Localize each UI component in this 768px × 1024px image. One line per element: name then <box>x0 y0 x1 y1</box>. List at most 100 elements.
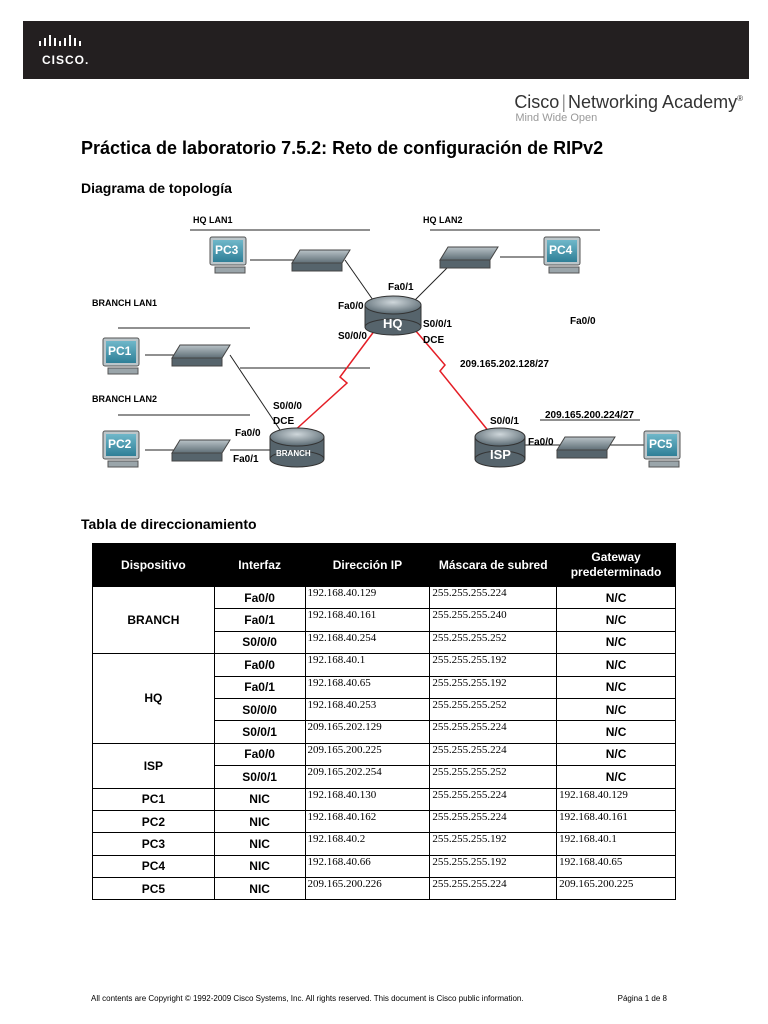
interface-cell: Fa0/0 <box>213 742 306 767</box>
ip-cell: 192.168.40.65 <box>304 675 431 699</box>
hq-lan1-label: HQ LAN1 <box>193 215 233 225</box>
pc4-icon <box>543 236 581 274</box>
device-cell: HQ <box>92 653 215 744</box>
switch-hq-lan2-icon <box>439 246 499 269</box>
mask-cell: 255.255.255.224 <box>429 585 558 610</box>
gateway-cell: 192.168.40.65 <box>556 854 676 879</box>
mask-cell: 255.255.255.192 <box>429 675 558 699</box>
mask-cell: 255.255.255.224 <box>429 809 558 834</box>
hq-label: HQ <box>383 316 403 331</box>
mask-cell: 255.255.255.224 <box>429 877 558 901</box>
interface-cell: Fa0/0 <box>213 585 306 610</box>
pc2-label: PC2 <box>108 437 132 451</box>
table-row: PC4 NIC 192.168.40.66 255.255.255.192 19… <box>92 854 676 879</box>
pc1-icon <box>102 337 140 375</box>
ip-cell: 192.168.40.1 <box>304 653 431 677</box>
router-branch-icon <box>269 427 325 468</box>
device-cell: BRANCH <box>92 585 215 655</box>
col-header-device: Dispositivo <box>92 543 215 587</box>
table-row: S0/0/0 192.168.40.254 255.255.255.252 N/… <box>93 630 676 655</box>
serial-hq-branch <box>291 329 376 434</box>
router-isp-icon <box>474 427 526 468</box>
table-row: BRANCH Fa0/0 192.168.40.129 255.255.255.… <box>92 585 676 655</box>
interface-cell: NIC <box>213 877 306 901</box>
net-200-224-label: 209.165.200.224/27 <box>545 410 634 421</box>
mask-cell: 255.255.255.252 <box>429 630 558 655</box>
branch-s000-label: S0/0/0 <box>273 401 302 412</box>
section-heading-table: Tabla de direccionamiento <box>81 516 257 532</box>
header-bar: CISCO. <box>23 21 749 79</box>
gateway-cell: N/C <box>556 742 676 767</box>
isp-fa00-label: Fa0/0 <box>528 437 554 448</box>
device-cell: ISP <box>92 742 215 789</box>
academy-tagline: Mind Wide Open <box>515 112 598 124</box>
link-hq-sw <box>414 264 451 301</box>
gateway-cell: N/C <box>556 630 676 655</box>
gateway-cell: N/C <box>556 720 676 744</box>
table-row: PC1 NIC 192.168.40.130 255.255.255.224 1… <box>92 787 676 811</box>
mask-cell: 255.255.255.224 <box>429 787 558 811</box>
table-row: Fa0/1 192.168.40.161 255.255.255.240 N/C <box>93 608 676 632</box>
ip-cell: 192.168.40.66 <box>304 854 431 879</box>
page-number: Página 1 de 8 <box>617 994 667 1003</box>
table-row: S0/0/1 209.165.202.254 255.255.255.252 N… <box>93 765 676 789</box>
gateway-cell: N/C <box>556 765 676 789</box>
interface-cell: Fa0/0 <box>213 653 306 677</box>
interface-cell: NIC <box>213 809 306 834</box>
interface-cell: Fa0/1 <box>213 675 306 699</box>
device-cell: PC5 <box>92 877 215 901</box>
hq-fa01-label: Fa0/1 <box>388 282 414 293</box>
hq-dce-label: DCE <box>423 335 445 346</box>
academy-name-cisco: Cisco <box>514 92 560 112</box>
net-202-128-label: 209.165.202.128/27 <box>460 359 549 370</box>
device-cell: PC3 <box>92 832 215 856</box>
pc3-label: PC3 <box>215 243 239 257</box>
switch-isp-lan-icon <box>556 436 616 459</box>
isp-s001-label: S0/0/1 <box>490 416 519 427</box>
hq-lan2-label: HQ LAN2 <box>423 215 463 225</box>
gateway-cell: N/C <box>556 675 676 699</box>
copyright-text: All contents are Copyright © 1992-2009 C… <box>91 994 524 1003</box>
branch-lan1-label: BRANCH LAN1 <box>92 298 157 308</box>
cisco-logo: CISCO. <box>38 35 98 69</box>
ip-cell: 192.168.40.162 <box>304 809 431 834</box>
branch-dce-label: DCE <box>273 416 295 427</box>
gateway-cell: N/C <box>556 608 676 632</box>
interface-cell: S0/0/1 <box>213 765 306 789</box>
col-header-gateway: Gateway predeterminado <box>556 543 676 587</box>
table-row: PC5 NIC 209.165.200.226 255.255.255.224 … <box>92 877 676 901</box>
pc2-icon <box>102 430 140 468</box>
mask-cell: 255.255.255.192 <box>429 653 558 677</box>
mask-cell: 255.255.255.240 <box>429 608 558 632</box>
ip-cell: 192.168.40.2 <box>304 832 431 856</box>
ip-cell: 209.165.200.225 <box>304 742 431 767</box>
gateway-cell: 192.168.40.1 <box>556 832 676 856</box>
hq-fa00-label: Fa0/0 <box>338 301 364 312</box>
switch-hq-lan1-icon <box>291 249 351 272</box>
table-row: PC2 NIC 192.168.40.162 255.255.255.224 1… <box>92 809 676 834</box>
interface-cell: NIC <box>213 832 306 856</box>
branch-lan2-label: BRANCH LAN2 <box>92 394 157 404</box>
pc3-icon <box>209 236 247 274</box>
pc1-label: PC1 <box>108 344 132 358</box>
table-row: PC3 NIC 192.168.40.2 255.255.255.192 192… <box>92 832 676 856</box>
ip-cell: 192.168.40.129 <box>304 585 431 610</box>
serial-hq-isp <box>414 329 491 434</box>
mask-cell: 255.255.255.192 <box>429 832 558 856</box>
interface-cell: NIC <box>213 854 306 879</box>
branch-label: BRANCH <box>276 449 311 458</box>
switch-branch-lan2-icon <box>171 439 231 462</box>
gateway-cell: N/C <box>556 653 676 677</box>
academy-logo: Cisco|Networking Academy® Mind Wide Open <box>514 92 743 124</box>
pc5-label: PC5 <box>649 437 673 451</box>
col-header-ip: Dirección IP <box>304 543 431 587</box>
gateway-cell: 209.165.200.225 <box>556 877 676 901</box>
ip-cell: 192.168.40.161 <box>304 608 431 632</box>
interface-cell: S0/0/0 <box>213 630 306 655</box>
switch-branch-lan1-icon <box>171 344 231 367</box>
interface-cell: Fa0/1 <box>213 608 306 632</box>
mask-cell: 255.255.255.224 <box>429 742 558 767</box>
pc5-icon <box>643 430 681 468</box>
academy-name: Networking Academy <box>568 92 738 112</box>
ip-cell: 192.168.40.253 <box>304 697 431 722</box>
